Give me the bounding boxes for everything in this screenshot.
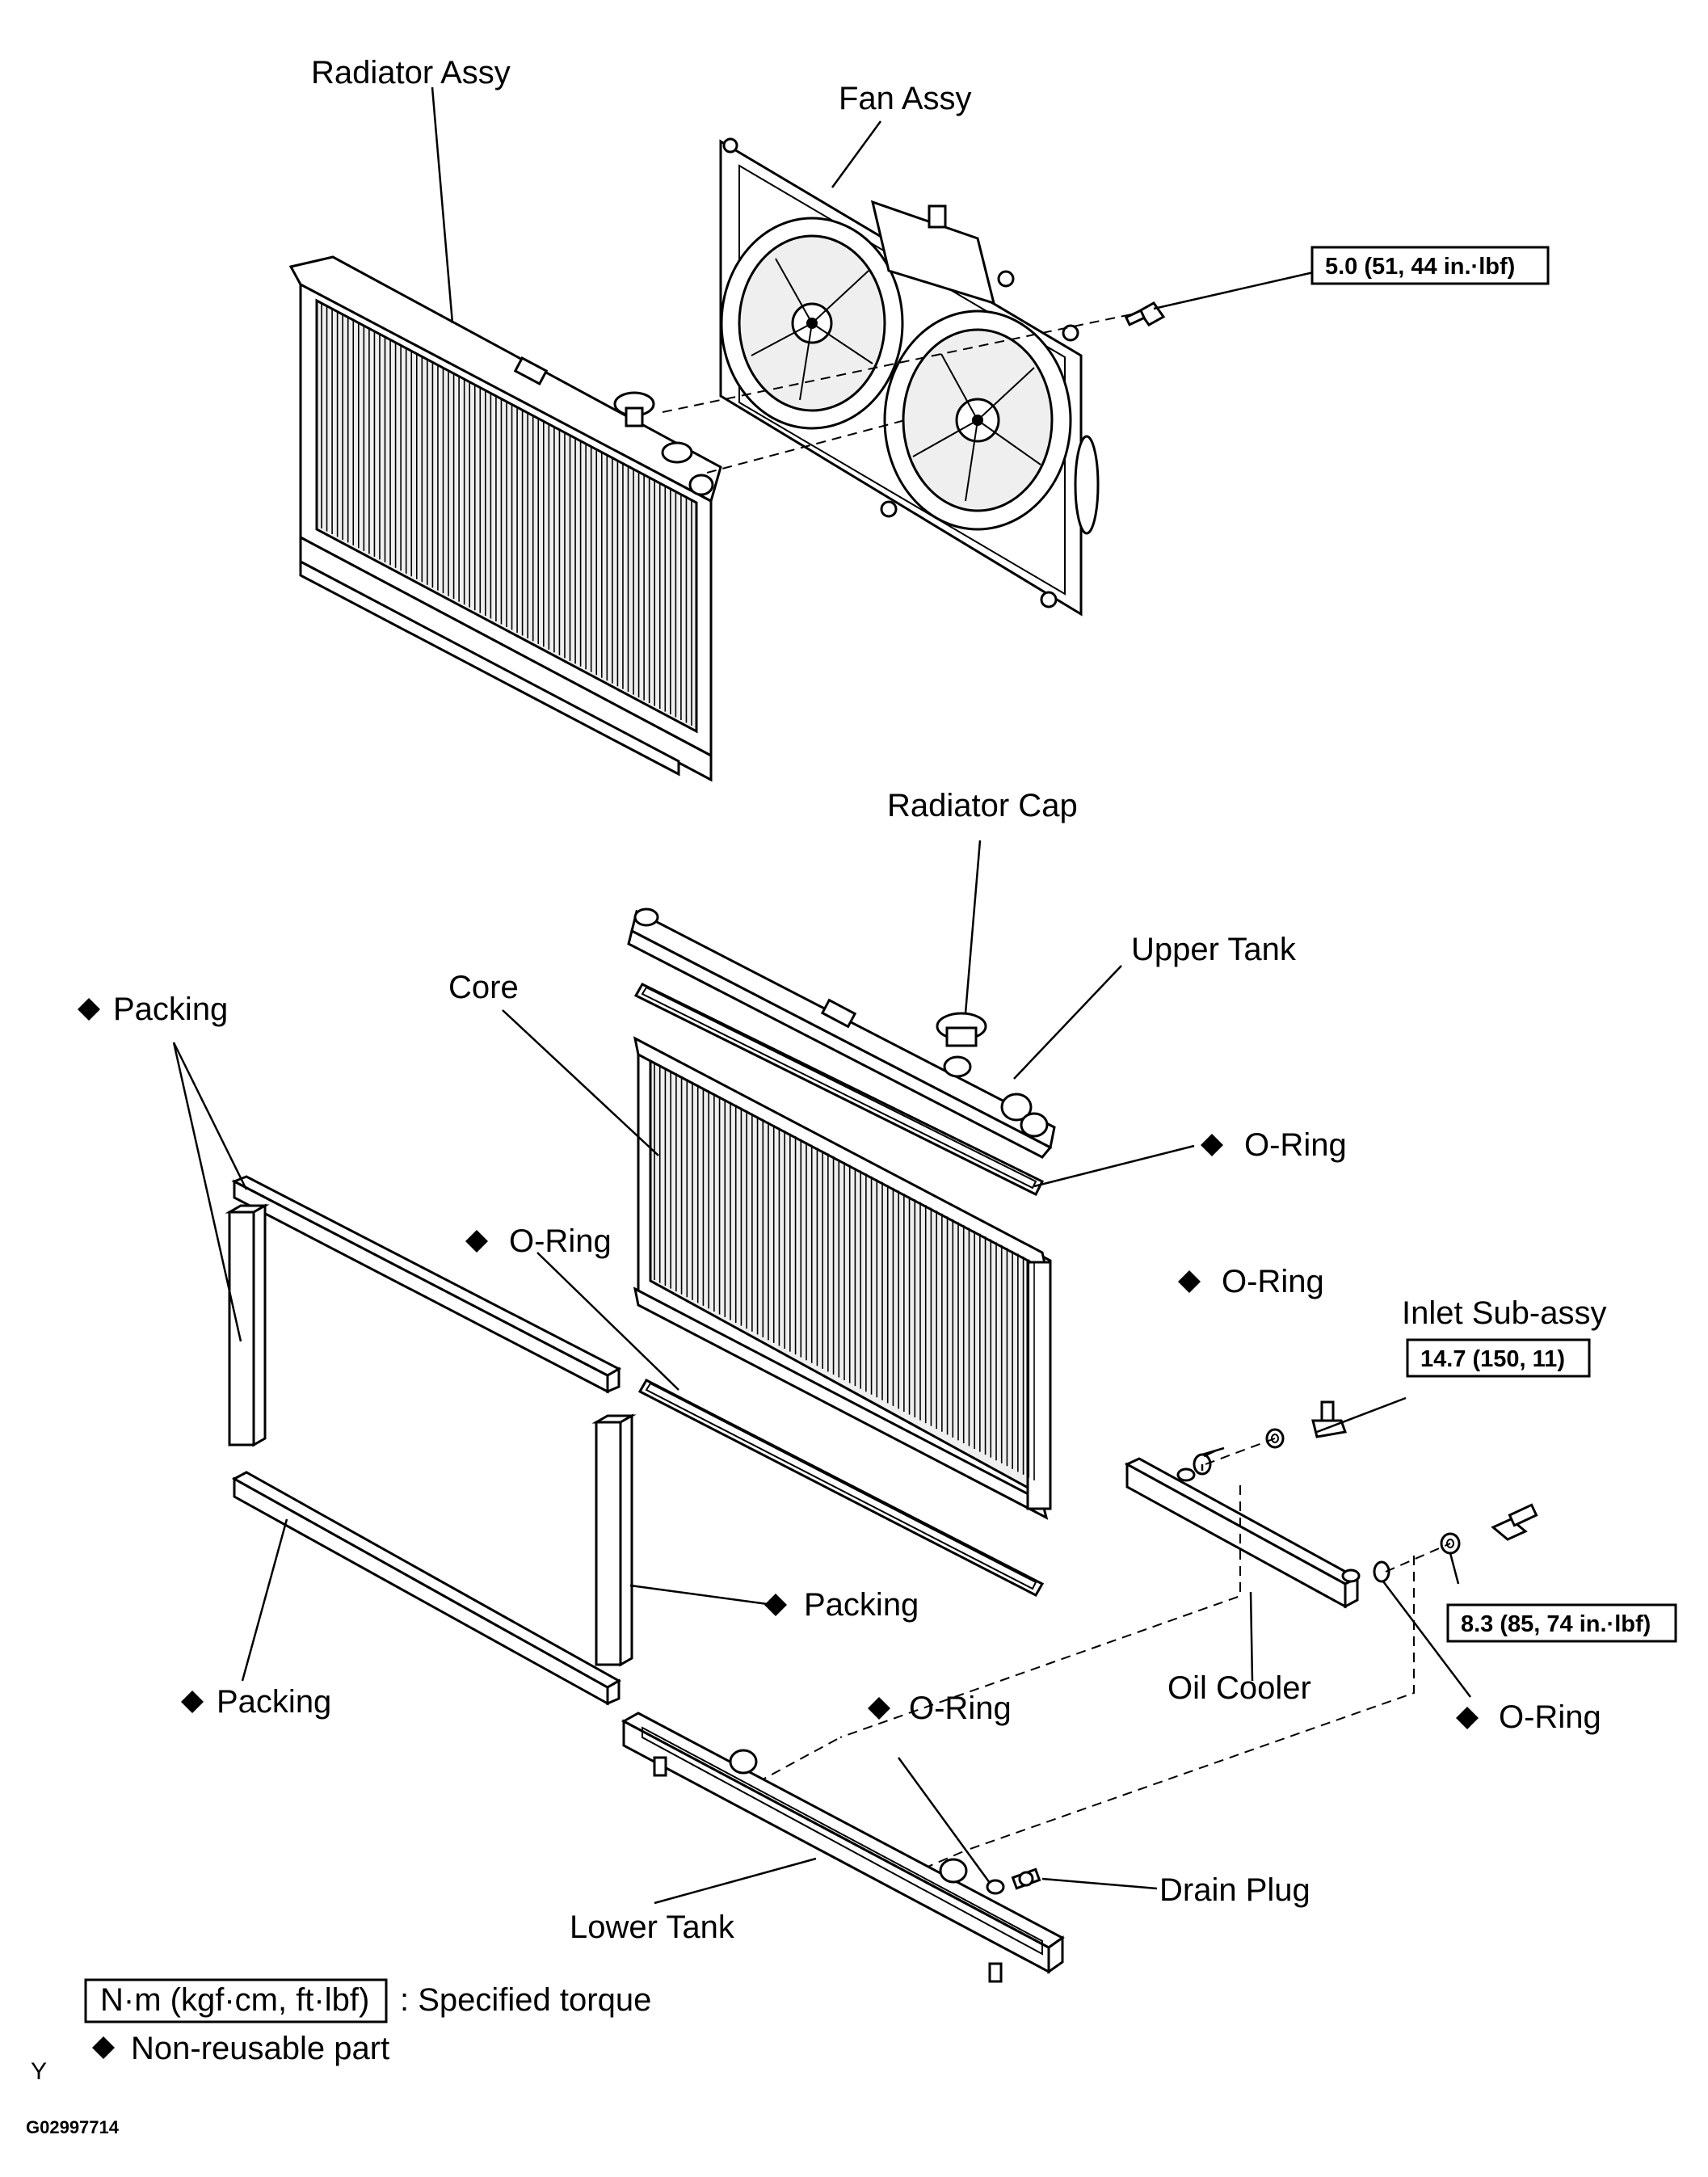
oil-cooler-torque-box [1446,1603,1677,1643]
drain-o-ring-icon [986,1879,1005,1895]
radiator-assy-label: Radiator Assy [311,55,511,91]
core-lower-o-ring-drawing [637,1379,1045,1597]
legend-torque-box [84,1978,388,2023]
packing-left-post [225,1203,270,1447]
inlet-torque-box [1406,1338,1591,1378]
o-ring-upper-label: O-Ring [1244,1127,1347,1163]
oil-cooler-bolt-icon [1491,1503,1538,1541]
o-ring-oil-cooler-upper-label: O-Ring [1222,1264,1324,1299]
lower-tank-drawing [621,1712,1065,1983]
fan-torque-box [1310,246,1550,285]
upper-o-ring-drawing [633,983,1045,1197]
drain-plug-label: Drain Plug [1159,1872,1310,1908]
black-diamond-icon [92,2036,115,2059]
black-diamond-icon [1201,1134,1223,1156]
drain-plug-icon [1011,1868,1041,1890]
packing-right-label: Packing [804,1587,919,1623]
black-diamond-icon [465,1230,488,1253]
o-ring-core-lower-label: O-Ring [509,1223,612,1259]
packing-right-post [591,1413,637,1667]
radiator-cap-drawing [936,1012,987,1047]
radiator-assy-drawing [288,255,722,782]
oil-cooler-label: Oil Cooler [1167,1670,1311,1706]
black-diamond-icon [1178,1270,1201,1293]
fan-bolt-icon [1124,301,1166,326]
core-label: Core [448,970,519,1005]
lower-tank-label: Lower Tank [570,1910,735,1945]
packing-bottom-left-label: Packing [217,1684,331,1720]
oil-cooler-lower-o-ring-icon [1373,1560,1390,1583]
fan-assy-drawing [719,137,1100,617]
o-ring-drain-label: O-Ring [909,1691,1012,1726]
black-diamond-icon [181,1691,204,1713]
core-fins [654,1062,1035,1480]
packing-bottom-strip [231,1471,622,1706]
figure-id: G02997714 [26,2117,120,2137]
packing-top-left-label: Packing [113,992,228,1027]
inlet-sub-assy-label: Inlet Sub-assy [1402,1295,1606,1331]
radiator-cap-label: Radiator Cap [887,788,1078,823]
legend-torque-text: : Specified torque [400,1982,651,2018]
fan-assy-label: Fan Assy [839,81,972,116]
legend-non-reusable-text: Non-reusable part [131,2031,389,2066]
black-diamond-icon [78,998,100,1021]
legend-torque-units: N·m (kgf·cm, ft·lbf) [100,1982,369,2018]
upper-tank-label: Upper Tank [1131,932,1297,967]
upper-tank-drawing [627,907,1056,1159]
fan-torque-value: 5.0 (51, 44 in.·lbf) [1325,254,1515,280]
oil-cooler-drawing [1124,1457,1361,1609]
corner-mark: Y [31,2058,47,2085]
o-ring-oil-cooler-lower-label: O-Ring [1499,1699,1601,1735]
inlet-torque-value: 14.7 (150, 11) [1420,1346,1565,1372]
black-diamond-icon [868,1697,890,1720]
packing-top-strip [231,1175,622,1394]
black-diamond-icon [1456,1707,1479,1729]
radiator-core-fins [321,304,692,726]
oil-cooler-torque-value: 8.3 (85, 74 in.·lbf) [1461,1611,1651,1637]
black-diamond-icon [764,1594,787,1616]
